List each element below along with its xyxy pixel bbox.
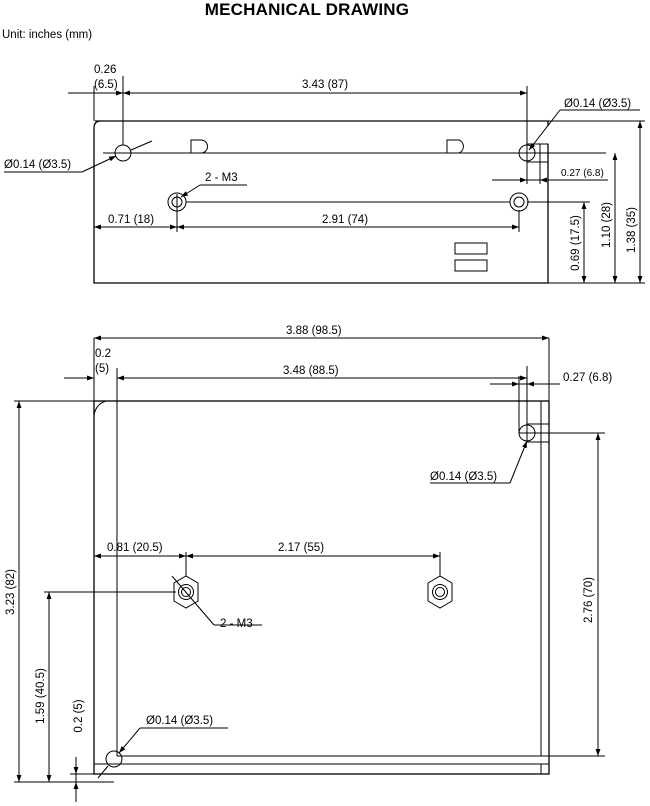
bottom-hole-bottom-left (105, 750, 123, 768)
top-view: 0.26 (6.5) 3.43 (87) Ø0.14 (Ø3.5) Ø0.14 … (4, 64, 645, 284)
top-slot-right (446, 139, 464, 154)
dim-bottom-m3-left: 0.81 (20.5) (107, 542, 163, 554)
dim-top-height-1: 0.69 (17.5) (570, 215, 582, 271)
dim-bottom-width: 3.88 (98.5) (286, 325, 342, 337)
page-title: MECHANICAL DRAWING (204, 0, 410, 19)
dim-bottom-slot: 0.27 (6.8) (563, 372, 612, 384)
bottom-view: 3.88 (98.5) 0.2 (5) 3.48 (88.5) 0.27 (6.… (5, 325, 612, 802)
dim-top-m3-left: 0.71 (18) (108, 214, 154, 226)
top-connector-1 (454, 242, 488, 255)
bottom-board-outline (93, 400, 550, 775)
dim-top-height-3: 1.38 (35) (626, 207, 638, 253)
dim-top-edge-hole: 0.26 (94, 64, 116, 76)
dim-bottom-m3-span: 2.17 (55) (278, 542, 324, 554)
dim-bottom-total-height: 3.23 (82) (5, 569, 17, 615)
dim-top-m3-span: 2.91 (74) (322, 214, 368, 226)
label-bottom-m3: 2 - M3 (220, 618, 253, 630)
dim-bottom-edge-mm: (5) (95, 363, 109, 375)
dim-bottom-right-height: 2.76 (70) (583, 577, 595, 623)
dim-top-hole-span: 3.43 (87) (302, 79, 348, 91)
dim-bottom-m3-height: 1.59 (40.5) (35, 668, 47, 724)
dim-top-height-2: 1.10 (28) (601, 202, 613, 248)
bottom-m3-right (427, 575, 453, 609)
dim-bottom-inner-width: 3.48 (88.5) (283, 365, 339, 377)
label-top-hole-right: Ø0.14 (Ø3.5) (564, 98, 631, 110)
top-connector-2 (454, 259, 488, 272)
dim-bottom-edge: 0.2 (95, 348, 111, 360)
unit-label: Unit: inches (mm) (2, 29, 93, 41)
top-slot-left (190, 139, 208, 154)
label-bottom-hole-top-right: Ø0.14 (Ø3.5) (430, 471, 497, 483)
label-bottom-hole-bottom-left: Ø0.14 (Ø3.5) (146, 715, 213, 727)
top-m3-right (509, 192, 529, 212)
dim-bottom-edge-height: 0.2 (5) (73, 699, 85, 732)
label-top-m3: 2 - M3 (205, 172, 238, 184)
label-top-hole-left: Ø0.14 (Ø3.5) (4, 159, 71, 171)
dim-top-slot-offset: 0.27 (6.8) (561, 168, 604, 179)
dim-top-edge-hole-mm: (6.5) (94, 79, 118, 91)
